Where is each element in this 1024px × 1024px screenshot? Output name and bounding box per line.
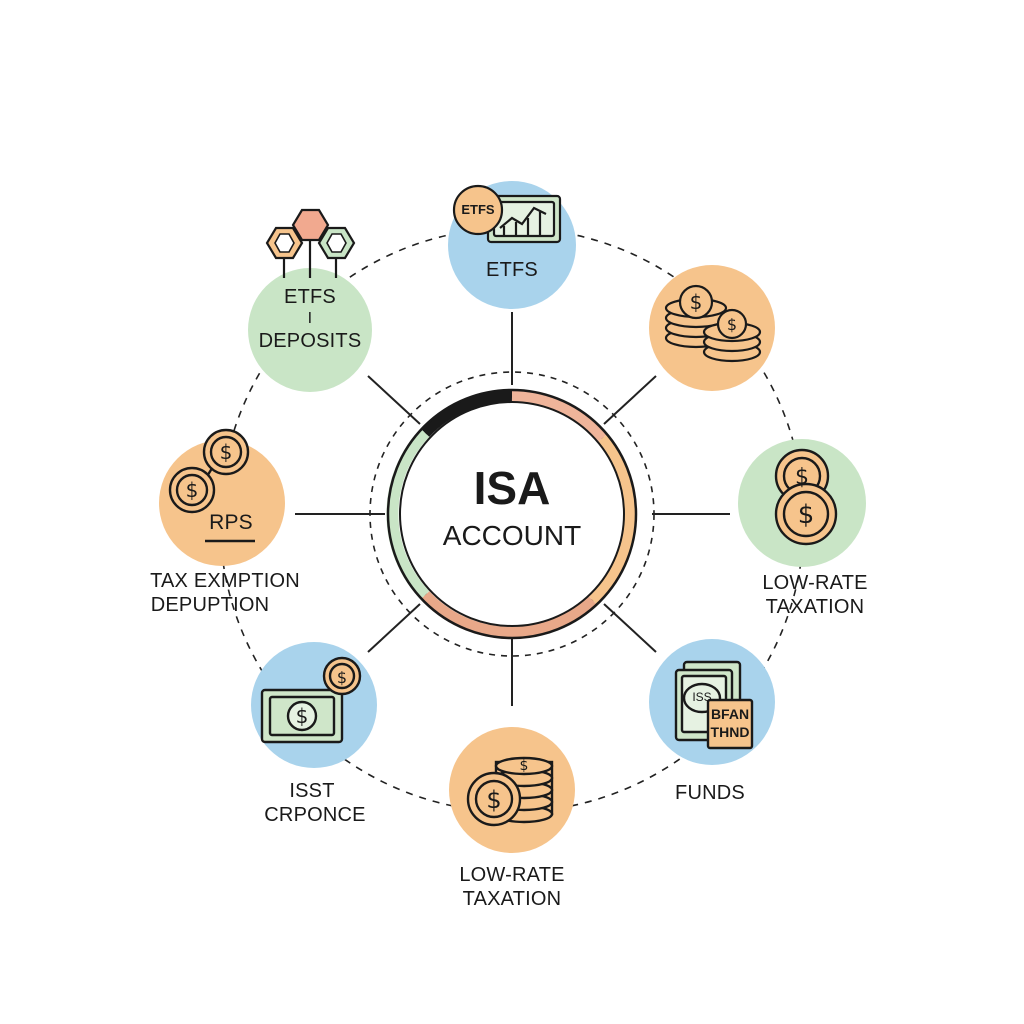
dollar-sign-icon: $ <box>520 758 529 774</box>
node-top-label: ETFS <box>486 259 538 281</box>
dollar-sign-icon: $ <box>220 440 233 464</box>
spoke-bottom-left <box>367 603 421 653</box>
dollar-sign-icon: $ <box>727 315 737 334</box>
dollar-glyphs: $ $ $ $ $ $ $ $ $ $ <box>186 290 815 814</box>
banknote-icon <box>260 656 362 744</box>
node-left-caption-2: DEPUPTION <box>150 594 270 616</box>
node-left-label: RPS <box>209 511 253 534</box>
etf-chart-icon <box>452 184 562 244</box>
fund-notes-icon <box>674 660 754 750</box>
fund-notes-badge: ISS <box>692 690 712 704</box>
node-bottom-caption-1: LOW-RATE <box>459 864 565 886</box>
dollar-sign-icon: $ <box>486 786 501 814</box>
node-right-caption-1: LOW-RATE <box>762 572 868 594</box>
ring-arc-salmon <box>420 591 597 639</box>
dollar-sign-icon: $ <box>186 478 199 502</box>
ring-arc-dark <box>420 389 513 437</box>
center-subtitle: ACCOUNT <box>442 520 582 551</box>
coin-stack-dollar-icon <box>466 756 554 827</box>
spoke-top-left <box>367 375 421 425</box>
ring-arc-green <box>386 428 430 600</box>
spoke-top-right <box>603 375 657 425</box>
center-ring <box>386 388 638 640</box>
dollar-coins-icon <box>774 448 838 546</box>
center-title: ISA <box>473 462 551 514</box>
ring-arc-orange <box>588 434 637 605</box>
dollar-sign-icon: $ <box>795 465 809 490</box>
dollar-sign-icon: $ <box>337 668 347 687</box>
node-bottom-left-caption-1: ISST <box>289 780 335 802</box>
node-top-left-label-3: DEPOSITS <box>258 330 362 352</box>
dollar-sign-icon: $ <box>798 500 815 530</box>
node-bottom-caption-2: TAXATION <box>462 888 562 910</box>
node-left-caption-1: TAX EXMPTION <box>150 570 300 592</box>
node-top-left-label-2: I <box>307 310 313 327</box>
fund-notes-tag-line-2: THND <box>710 724 750 740</box>
hexagon-cluster-icon <box>265 208 356 278</box>
spokes <box>295 312 730 706</box>
fund-notes-tag-line-1: BFAN <box>710 706 750 722</box>
inner-dashed-ring <box>369 371 655 657</box>
node-top-left <box>248 268 372 392</box>
linked-coins-icon <box>168 428 255 543</box>
etfs-badge-label: ETFS <box>461 202 495 217</box>
node-top-left-label-1: ETFS <box>284 286 336 308</box>
node-right-caption-2: TAXATION <box>765 596 865 618</box>
spoke-bottom-right <box>603 603 657 653</box>
ring-arc-peach <box>511 390 607 443</box>
dollar-sign-icon: $ <box>296 704 309 728</box>
node-bottom-right-caption: FUNDS <box>675 782 745 804</box>
node-bottom-left-caption-2: CRPONCE <box>264 804 366 826</box>
dollar-sign-icon: $ <box>690 290 703 314</box>
coin-stack-icon <box>664 284 762 363</box>
